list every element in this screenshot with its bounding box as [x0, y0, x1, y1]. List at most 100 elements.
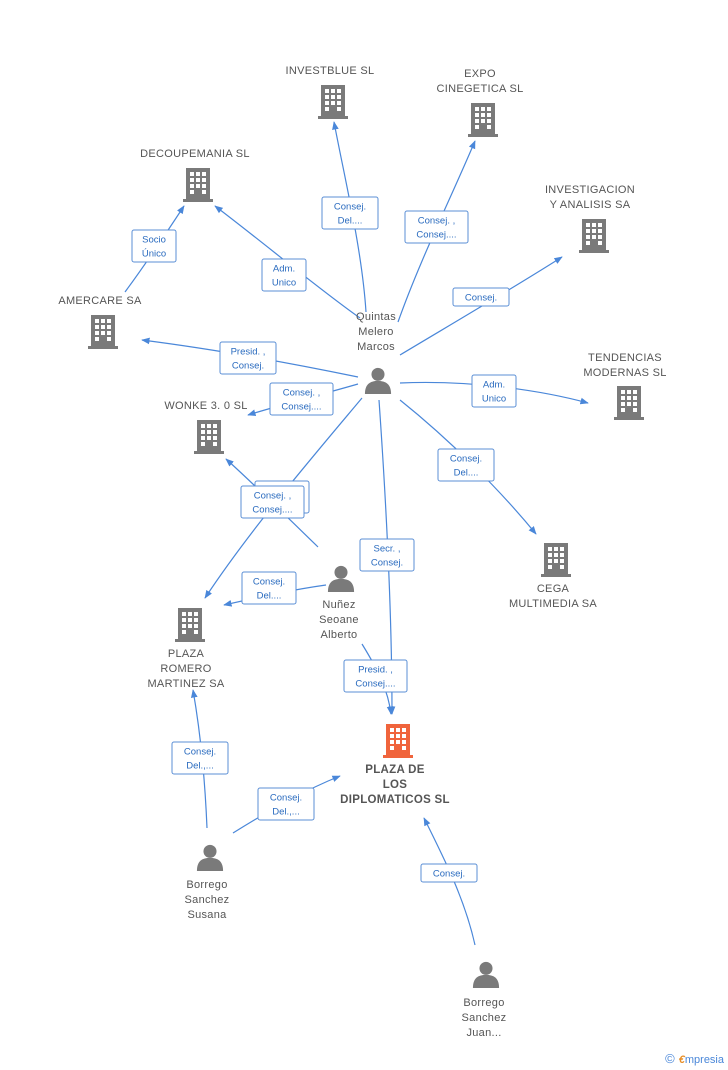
- edge-label-nunez-plazadiplo[interactable]: Presid. , Consej....: [343, 659, 408, 693]
- edge-label-quintas-cega[interactable]: Consej.Del....: [437, 448, 495, 482]
- edge-label-box: [171, 741, 229, 775]
- edge-label-text: Consej.: [433, 869, 465, 880]
- node-expo[interactable]: EXPO CINEGETICA SL: [436, 68, 523, 137]
- edge-label-text: Del....: [338, 216, 363, 227]
- building-icon: [468, 103, 498, 137]
- building-icon: [614, 386, 644, 420]
- node-borregojuan[interactable]: BorregoSanchezJuan...: [462, 961, 507, 1039]
- edge-label-box: [452, 287, 510, 307]
- edge-label-text: Adm.: [273, 264, 295, 275]
- edge-label-quintas-wonke[interactable]: Consej. ,Consej....: [269, 382, 334, 416]
- node-label: TENDENCIAS: [588, 352, 662, 364]
- person-icon: [364, 367, 392, 394]
- node-label: Melero: [358, 326, 393, 338]
- edge-label-quintas-expo[interactable]: Consej. ,Consej....: [404, 210, 469, 244]
- edge-label-text: Consej....: [416, 230, 456, 241]
- edge-label-text: Unico: [482, 394, 506, 405]
- edge-label-box: [131, 229, 177, 263]
- edge-quintas-investigacion: [399, 256, 563, 356]
- node-investblue[interactable]: INVESTBLUE SL: [286, 65, 375, 119]
- node-label: CEGA: [537, 583, 570, 595]
- edge-label-box: [359, 538, 415, 572]
- node-label: Alberto: [321, 629, 358, 641]
- edge-label-quintas-amercare[interactable]: Presid. , Consej.: [219, 341, 277, 375]
- edge-label-text: Adm.: [483, 380, 505, 391]
- copyright-icon: ©: [665, 1051, 675, 1066]
- node-label: AMERCARE SA: [58, 295, 142, 307]
- edge-label-nunez-plazaromero[interactable]: Consej. Del....: [241, 571, 297, 605]
- building-icon: [541, 543, 571, 577]
- node-amercare[interactable]: AMERCARE SA: [58, 295, 142, 349]
- edge-label-quintas-investblue[interactable]: Consej.Del....: [321, 196, 379, 230]
- edge-label-box: [343, 659, 408, 693]
- node-label: ROMERO: [160, 663, 211, 675]
- edge-label-quintas-decoupemania[interactable]: Adm. Unico: [261, 258, 307, 292]
- edge-label-text: Presid. ,: [358, 665, 393, 676]
- node-label: PLAZA: [168, 648, 205, 660]
- edge-label-quintas-plazaromero[interactable]: Consej. ,Consej....: [240, 485, 305, 519]
- edge-label-text: Unico: [272, 278, 296, 289]
- node-label: MARTINEZ SA: [147, 678, 224, 690]
- edge-label-text: Presid. ,: [231, 347, 266, 358]
- nodes-layer: INVESTBLUE SL EXPO CINEGETICA SL DECOUPEMAN…: [58, 65, 666, 1039]
- node-plazaromero[interactable]: PLAZA ROMERO MARTINEZ SA: [147, 608, 225, 690]
- edge-label-box: [471, 374, 517, 408]
- edge-label-quintas-tendencias[interactable]: Adm. Unico: [471, 374, 517, 408]
- edge-label-susana-plazaromero[interactable]: Consej.Del.,...: [171, 741, 229, 775]
- edge-label-text: Del....: [257, 591, 282, 602]
- edge-label-text: Consej....: [252, 505, 292, 516]
- edge-label-box: [437, 448, 495, 482]
- node-label: INVESTIGACION: [545, 184, 635, 196]
- person-icon: [472, 961, 500, 988]
- node-label: Borrego: [186, 879, 227, 891]
- node-label: EXPO: [464, 68, 496, 80]
- node-label: Marcos: [357, 341, 395, 353]
- edge-label-text: Secr. ,: [374, 544, 401, 555]
- node-label: Borrego: [463, 997, 504, 1009]
- edge-label-box: [269, 382, 334, 416]
- node-label: MODERNAS SL: [583, 367, 666, 379]
- person-icon: [196, 844, 224, 871]
- node-label: INVESTBLUE SL: [286, 65, 375, 77]
- edge-label-juan-plazadiplo[interactable]: Consej.: [420, 863, 478, 883]
- edge-label-text: Consej. ,: [283, 388, 321, 399]
- edge-label-text: Consej.: [270, 793, 302, 804]
- node-label: Sanchez: [185, 894, 230, 906]
- edge-label-text: Consej.: [184, 747, 216, 758]
- node-decoupemania[interactable]: DECOUPEMANIA SL: [140, 148, 250, 202]
- edge-label-text: Consej....: [355, 679, 395, 690]
- node-label: Juan...: [466, 1027, 501, 1039]
- edge-label-text: Consej.: [465, 293, 497, 304]
- footer-brand[interactable]: ©€mpresia: [665, 1051, 724, 1066]
- building-icon: [383, 724, 413, 758]
- node-tendencias[interactable]: TENDENCIAS MODERNAS SL: [583, 352, 666, 420]
- node-label: Susana: [187, 909, 227, 921]
- building-icon: [88, 315, 118, 349]
- node-wonke[interactable]: WONKE 3. 0 SL: [164, 400, 247, 454]
- node-label: Sanchez: [462, 1012, 507, 1024]
- edge-label-quintas-investigacion[interactable]: Consej.: [452, 287, 510, 307]
- edge-label-box: [241, 571, 297, 605]
- edge-label-text: Consej.: [232, 361, 264, 372]
- edge-label-susana-plazadiplo[interactable]: Consej.Del.,...: [257, 787, 315, 821]
- node-label: DIPLOMATICOS SL: [340, 794, 450, 806]
- person-icon: [327, 565, 355, 592]
- edge-label-box: [420, 863, 478, 883]
- edge-label-box: [404, 210, 469, 244]
- brand-name: mpresia: [684, 1054, 724, 1066]
- edges-layer: [124, 121, 589, 946]
- node-label: Nuñez: [322, 599, 355, 611]
- edge-label-text: Consej.: [253, 577, 285, 588]
- building-icon: [318, 85, 348, 119]
- node-label: CINEGETICA SL: [436, 83, 523, 95]
- node-label: DECOUPEMANIA SL: [140, 148, 250, 160]
- edge-label-quintas-plazadiplo[interactable]: Secr. ,Consej.: [359, 538, 415, 572]
